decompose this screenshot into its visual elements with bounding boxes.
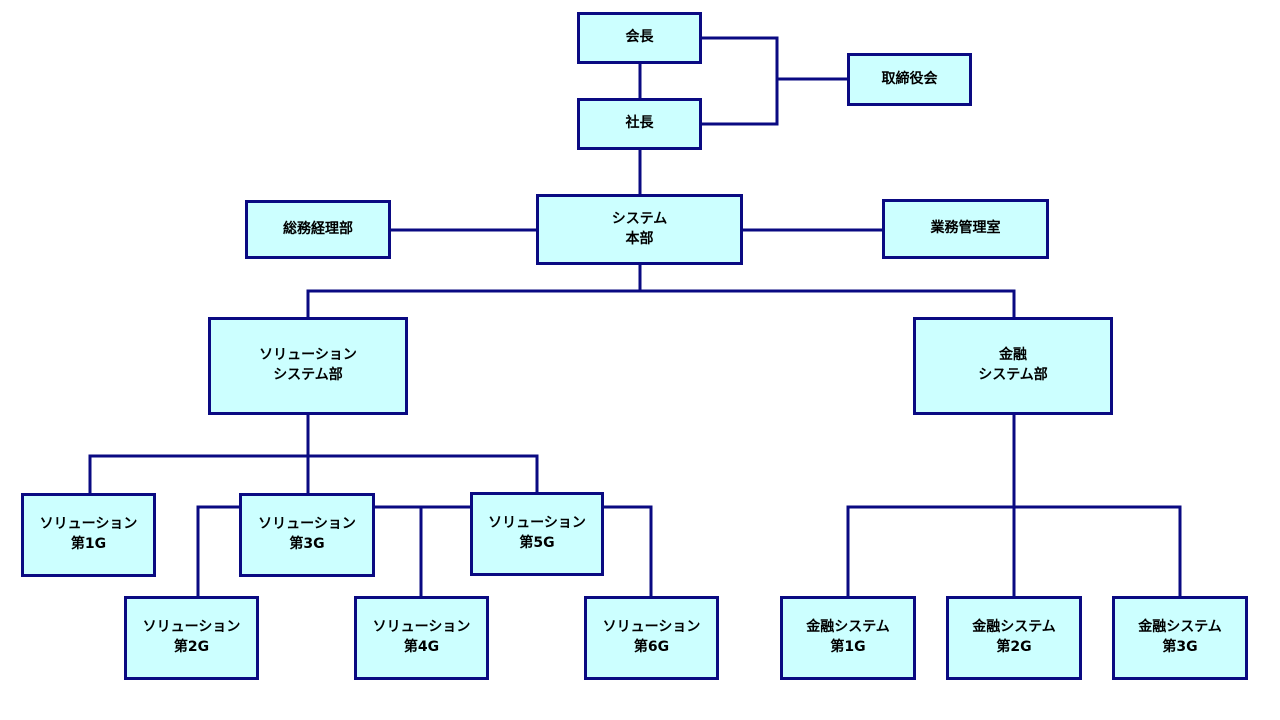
node-president: 社長 (577, 98, 702, 150)
connector-sol-g6 (603, 505, 653, 597)
connector-board (701, 36, 779, 126)
node-general-affairs: 総務経理部 (245, 200, 391, 259)
node-sol-g2: ソリューション第2G (124, 596, 259, 680)
node-board: 取締役会 (847, 53, 972, 106)
node-sol-g1: ソリューション第1G (21, 493, 156, 577)
node-solution-dept: ソリューションシステム部 (208, 317, 408, 415)
node-sol-g5: ソリューション第5G (470, 492, 604, 576)
connector-finance-branch (846, 505, 1182, 597)
connector-solution-branch (88, 454, 539, 494)
connector-hq-branch (306, 289, 1016, 318)
node-finance-dept: 金融システム部 (913, 317, 1113, 415)
connector-sol-g2 (196, 505, 240, 597)
node-chairman: 会長 (577, 12, 702, 64)
node-sol-g3: ソリューション第3G (239, 493, 375, 577)
node-sol-g4: ソリューション第4G (354, 596, 489, 680)
node-sol-g6: ソリューション第6G (584, 596, 719, 680)
node-system-hq: システム本部 (536, 194, 743, 265)
node-fin-g3: 金融システム第3G (1112, 596, 1248, 680)
node-business-mgmt: 業務管理室 (882, 199, 1049, 259)
node-fin-g1: 金融システム第1G (780, 596, 916, 680)
node-fin-g2: 金融システム第2G (946, 596, 1082, 680)
